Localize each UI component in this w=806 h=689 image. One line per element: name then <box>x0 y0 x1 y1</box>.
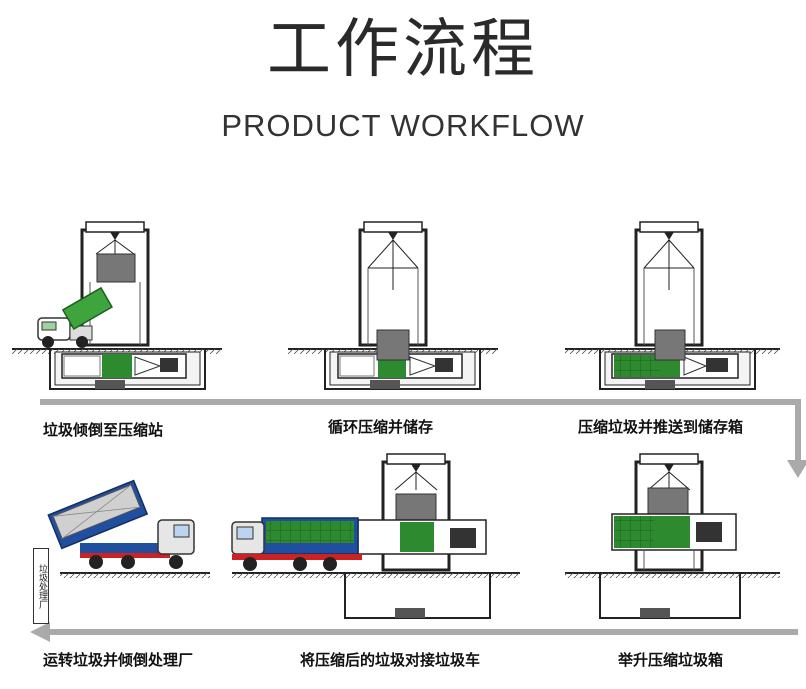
stage-2-illustration <box>288 221 498 390</box>
step-label-6: 运转垃圾并倾倒处理厂 <box>43 651 194 669</box>
page-title: 工作流程 <box>267 13 539 87</box>
step-label-2: 循环压缩并储存 <box>328 418 434 436</box>
stage-4-illustration <box>565 453 780 619</box>
step-label-3: 压缩垃圾并推送到储存箱 <box>578 418 744 436</box>
flow-arrow-bottom <box>30 622 798 642</box>
stage-1-illustration <box>12 221 222 390</box>
step-label-1: 垃圾倾倒至压缩站 <box>43 421 164 439</box>
step-label-4: 举升压缩垃圾箱 <box>618 651 724 669</box>
step-label-5: 将压缩后的垃圾对接垃圾车 <box>300 651 481 669</box>
page-subtitle: PRODUCT WORKFLOW <box>221 108 585 143</box>
flow-arrow-top <box>40 399 806 478</box>
landfill-sign: 垃圾处理厂 <box>33 548 49 624</box>
stage-5-illustration <box>231 453 520 619</box>
stage-6-illustration <box>47 479 210 578</box>
stage-3-illustration <box>565 221 780 390</box>
